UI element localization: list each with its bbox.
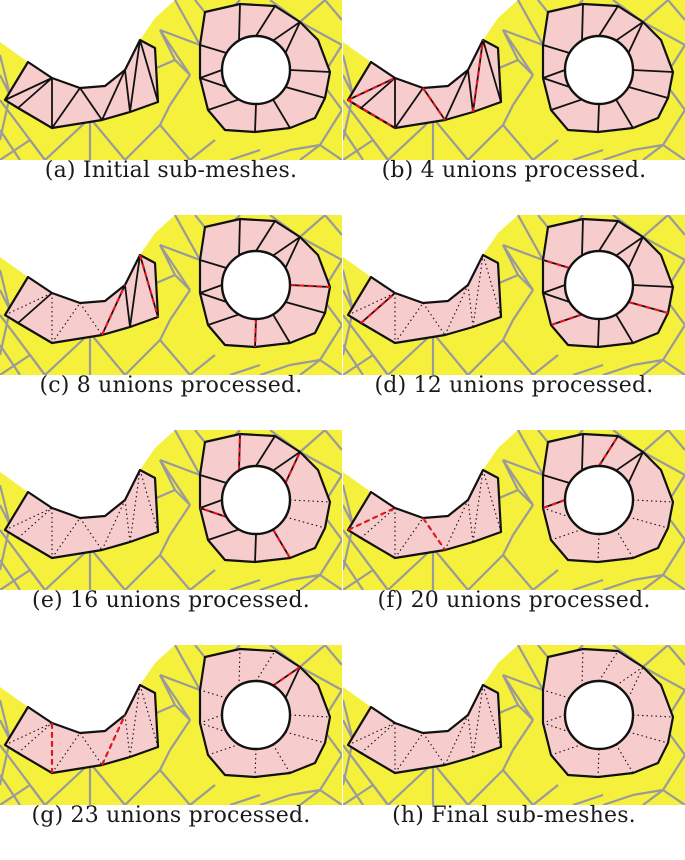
mesh-diagram	[0, 430, 342, 590]
triangle-edge	[582, 4, 583, 41]
panel-f: (f) 20 unions processed.	[343, 430, 685, 645]
triangle-edge	[239, 219, 240, 256]
panel-a: (a) Initial sub-meshes.	[0, 0, 342, 215]
mesh-diagram	[343, 215, 685, 375]
triangle-edge	[598, 319, 599, 347]
hole	[222, 466, 290, 534]
panel-caption: (e) 16 unions processed.	[0, 588, 342, 613]
panel-c: (c) 8 unions processed.	[0, 215, 342, 430]
mesh-diagram	[0, 215, 342, 375]
panel-caption: (h) Final sub-meshes.	[343, 803, 685, 828]
triangle-edge	[582, 434, 583, 471]
triangle-edge	[582, 219, 583, 256]
hole	[565, 681, 633, 749]
hole	[222, 251, 290, 319]
panel-caption: (f) 20 unions processed.	[343, 588, 685, 613]
triangle-edge	[255, 534, 256, 562]
hole	[565, 466, 633, 534]
panel-caption: (g) 23 unions processed.	[0, 803, 342, 828]
triangle-edge	[598, 104, 599, 132]
panel-d: (d) 12 unions processed.	[343, 215, 685, 430]
mesh-diagram	[343, 0, 685, 160]
hole	[565, 36, 633, 104]
panel-e: (e) 16 unions processed.	[0, 430, 342, 645]
mesh-diagram	[0, 0, 342, 160]
hole	[222, 681, 290, 749]
mesh-diagram	[343, 645, 685, 805]
panel-caption: (c) 8 unions processed.	[0, 373, 342, 398]
mesh-diagram	[0, 645, 342, 805]
mesh-diagram	[343, 430, 685, 590]
panel-g: (g) 23 unions processed.	[0, 645, 342, 860]
panel-caption: (b) 4 unions processed.	[343, 158, 685, 183]
panel-b: (b) 4 unions processed.	[343, 0, 685, 215]
hole	[565, 251, 633, 319]
panel-h: (h) Final sub-meshes.	[343, 645, 685, 860]
panel-caption: (d) 12 unions processed.	[343, 373, 685, 398]
triangle-edge	[255, 104, 256, 132]
panel-caption: (a) Initial sub-meshes.	[0, 158, 342, 183]
triangle-edge	[239, 4, 240, 41]
hole	[222, 36, 290, 104]
